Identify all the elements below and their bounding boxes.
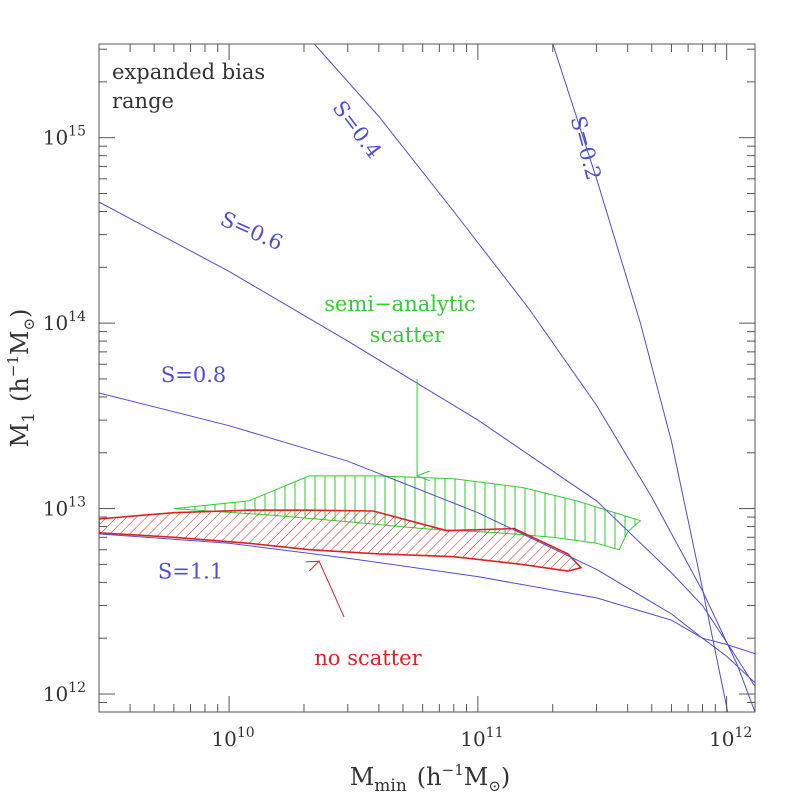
x-axis-label-unit: (h xyxy=(417,763,442,791)
y-axis-label: M1(h−1M⊙) xyxy=(4,309,39,448)
annotation-range: range xyxy=(112,89,174,113)
y-axis-label-sub: 1 xyxy=(19,412,39,423)
y-axis-label-unit: (h xyxy=(6,377,34,402)
plot-area xyxy=(99,44,755,712)
x-tick-label-exp: 12 xyxy=(734,725,752,741)
y-tick-label-exp: 15 xyxy=(68,124,86,140)
arrows-layer xyxy=(319,379,417,618)
y-tick-label-base: 10 xyxy=(43,497,68,521)
y-tick-label-exp: 12 xyxy=(68,680,86,696)
y-axis-label-unit-tail: M xyxy=(6,331,34,356)
y-tick-label-14: 1014 xyxy=(43,309,86,335)
x-axis-label-unit-tail: M xyxy=(464,763,489,791)
y-tick-label-exp: 13 xyxy=(68,495,86,511)
x-axis-label: Mmin(h−1M⊙) xyxy=(350,761,511,796)
y-axis-label-close: ) xyxy=(6,309,34,318)
series-line-s-1-1 xyxy=(99,533,755,655)
series-line-s-0-8 xyxy=(99,392,755,684)
y-tick-label-base: 10 xyxy=(43,682,68,706)
curve-label-s-1-1: S=1.1 xyxy=(158,559,223,583)
x-tick-label-exp: 11 xyxy=(486,725,504,741)
no-scatter-arrow xyxy=(319,561,345,618)
ticks-layer xyxy=(98,44,755,713)
x-tick-label-11: 1011 xyxy=(460,725,503,751)
y-tick-label-13: 1013 xyxy=(43,495,86,521)
x-axis-label-base: M xyxy=(350,763,375,791)
y-tick-label-12: 1012 xyxy=(43,680,86,706)
x-axis-label-sub: min xyxy=(374,776,407,796)
annotation-semi-analytic: semi−analytic xyxy=(324,292,476,316)
y-axis-label-unit-sup: −1 xyxy=(4,355,22,377)
curve-label-s-0-4: S=0.4 xyxy=(328,96,387,163)
annotation-expanded-bias: expanded bias xyxy=(112,60,265,84)
plot-frame xyxy=(98,43,756,713)
y-axis-label-base: M xyxy=(6,423,34,448)
series-line-s-0-6 xyxy=(99,201,755,687)
curve-label-s-0-8: S=0.8 xyxy=(161,363,226,387)
x-tick-label-exp: 10 xyxy=(237,725,255,741)
y-tick-label-base: 10 xyxy=(43,126,68,150)
x-tick-label-10: 1010 xyxy=(211,725,254,751)
y-axis-label-unit-sub: ⊙ xyxy=(20,318,38,331)
x-tick-label-base: 10 xyxy=(211,727,236,751)
series-layer xyxy=(99,44,755,712)
x-axis-label-unit-sub: ⊙ xyxy=(488,777,501,795)
annotation-scatter: scatter xyxy=(370,323,445,347)
regions-layer xyxy=(99,475,642,572)
y-tick-label-base: 10 xyxy=(43,311,68,335)
x-axis-label-close: ) xyxy=(501,763,510,791)
curve-label-s-0-6: S=0.6 xyxy=(217,207,286,256)
x-tick-label-base: 10 xyxy=(460,727,485,751)
x-axis-label-unit-sup: −1 xyxy=(442,761,464,779)
annotation-no-scatter: no scatter xyxy=(314,646,422,670)
y-tick-label-15: 1015 xyxy=(43,124,86,150)
curve-label-s-0-2: S=0.2 xyxy=(566,113,606,182)
y-axis-label-group: M1(h−1M⊙) xyxy=(4,309,39,448)
x-tick-label-base: 10 xyxy=(709,727,734,751)
x-tick-label-12: 1012 xyxy=(709,725,752,751)
y-tick-label-exp: 14 xyxy=(68,309,86,325)
region-no-scatter xyxy=(99,509,583,572)
